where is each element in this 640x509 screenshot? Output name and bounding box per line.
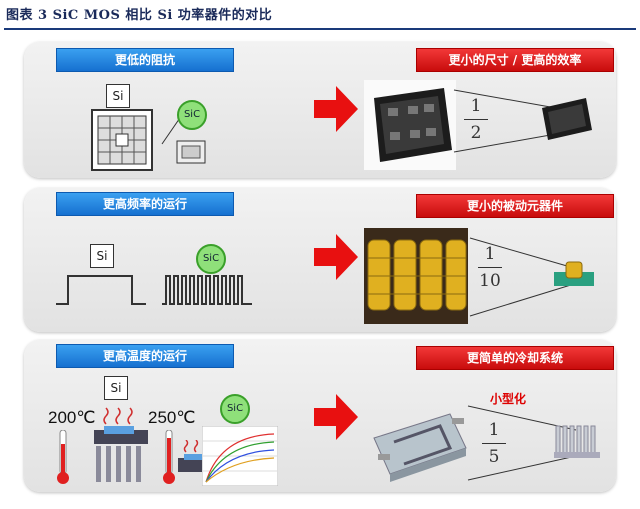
small-module-image <box>542 98 592 140</box>
figure-title: 图表 3 SiC MOS 相比 Si 功率器件的对比 <box>6 8 273 23</box>
ratio-numerator: 1 <box>484 244 496 264</box>
sic-die-diagram <box>176 140 206 164</box>
large-cold-plate-image <box>373 413 467 482</box>
si-chip-icon: Si <box>90 244 114 268</box>
label-smaller-passives: 更小的被动元器件 <box>416 194 614 218</box>
label-higher-temperature: 更高温度的运行 <box>56 344 234 368</box>
large-module-image <box>364 80 456 170</box>
si-square-wave <box>56 275 146 305</box>
si-die-diagram <box>91 109 153 171</box>
ratio-numerator: 1 <box>488 420 500 440</box>
si-chip-icon: Si <box>104 376 128 400</box>
small-inductor-board-image <box>554 261 594 286</box>
label-simpler-cooling: 更简单的冷却系统 <box>416 346 614 370</box>
ratio-denominator: 5 <box>488 447 500 467</box>
label-higher-frequency: 更高频率的运行 <box>56 192 234 216</box>
si-chip-icon: Si <box>106 84 130 108</box>
title-divider <box>4 28 636 30</box>
sic-chip-icon: SiC <box>196 244 226 274</box>
sic-chip-icon: SiC <box>177 100 207 130</box>
ratio-numerator: 1 <box>470 96 482 116</box>
label-lower-resistance: 更低的阻抗 <box>56 48 234 72</box>
right-arrow-icon <box>314 394 358 440</box>
ratio-denominator: 2 <box>470 123 482 143</box>
right-arrow-icon <box>314 86 358 132</box>
small-heatsink-image <box>554 425 600 458</box>
sic-high-frequency-wave <box>162 275 252 305</box>
miniaturization-label: 小型化 <box>490 392 527 406</box>
si-temperature-label: 200℃ <box>48 408 96 427</box>
characteristic-curve-chart <box>202 426 278 486</box>
sic-chip-icon: SiC <box>220 394 250 424</box>
label-smaller-size: 更小的尺寸 / 更高的效率 <box>416 48 614 72</box>
sic-module-image <box>178 440 208 472</box>
thermometer-icon <box>57 430 69 484</box>
scale-lines <box>469 237 575 317</box>
inductor-bank-image <box>364 228 468 324</box>
right-arrow-icon <box>314 234 358 280</box>
ratio-denominator: 10 <box>479 271 501 291</box>
si-heatsink-image <box>94 407 148 482</box>
row-panel-temperature: 更高温度的运行 更简单的冷却系统 Si 200℃ 250℃ SiC <box>24 340 616 492</box>
scale-lines <box>453 89 557 153</box>
thermometer-icon <box>163 430 175 484</box>
sic-temperature-label: 250℃ <box>148 408 196 427</box>
